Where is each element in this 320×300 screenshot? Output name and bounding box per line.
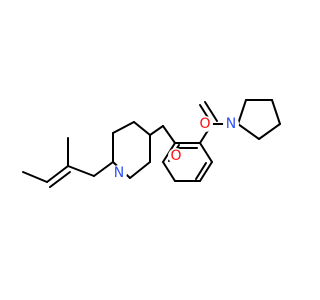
ether-linkage [149, 125, 176, 144]
bond-aryl-o [162, 125, 176, 144]
bond-ar-4 [162, 161, 176, 182]
bond-double-1 [46, 165, 69, 183]
bond-c4-c5 [258, 123, 281, 140]
bond-pip-2 [112, 121, 135, 134]
atom-n-piperidine: N [111, 165, 127, 181]
pyrrolidine-ring [237, 99, 281, 140]
bond-c5-n [237, 123, 260, 140]
atom-o-carbonyl: O [197, 116, 213, 132]
bond-ch2-c [67, 165, 95, 177]
bond-o-c4 [149, 125, 164, 136]
bond-c3-c4 [271, 99, 281, 125]
bond-n-ch2 [93, 161, 114, 177]
atom-label-n-pyrrolidine: N [226, 116, 236, 132]
bond-ar-2-inner [195, 162, 207, 180]
atom-label-n-piperidine: N [114, 165, 124, 181]
bond-ar-2 [199, 161, 213, 182]
bond-n-c2 [237, 99, 247, 125]
bond-carbonyl-2 [204, 101, 218, 122]
bond-ar-1 [199, 142, 213, 163]
bond-double-2 [49, 171, 71, 188]
atom-n-pyrrolidine: N [223, 116, 239, 132]
atom-label-o-ether: O [170, 148, 181, 164]
butenyl-chain [22, 137, 114, 188]
atom-label-o-carbonyl: O [199, 116, 210, 132]
bond-ch-ch3 [22, 171, 48, 183]
molecule-structure-diagram: O N O N [22, 99, 281, 188]
bond-pip-5 [129, 161, 151, 179]
bond-pip-1 [133, 121, 151, 136]
atom-o-ether: O [168, 148, 184, 164]
